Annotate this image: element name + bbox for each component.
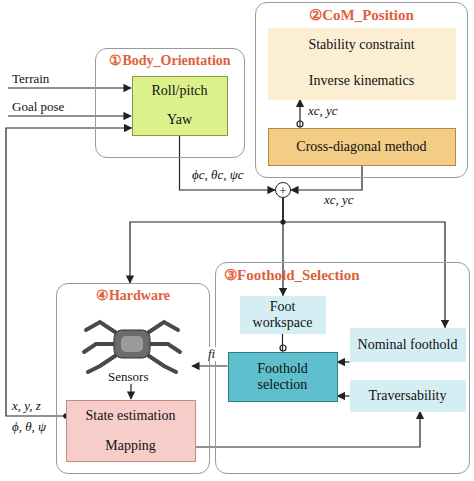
sensor-label: Sensors [108,370,148,383]
box-text: State estimation [86,408,176,423]
panel-heading: ①Body_Orientation [96,52,244,69]
method-box: Cross-diagonal method [268,128,456,166]
box-text: Roll/pitch [152,83,208,98]
box-text: Nominal foothold [358,337,458,352]
box-text: Inverse kinematics [309,73,414,88]
robot-body [114,330,150,358]
terrain-arrow [8,87,131,88]
com-panel: ②CoM_PositionStability constraintInverse… [255,2,468,178]
input-label: Terrain [12,72,49,85]
signal-label: fi [206,347,217,361]
box-text: Yaw [167,112,192,127]
box-text: Cross-diagonal method [296,139,426,154]
signal-label: ϕc, θc, ψc [190,168,246,182]
signal-label: xc, yc [306,104,340,118]
box-text: Traversability [368,388,446,403]
goal-pose-arrow [8,115,131,116]
kinematics-box: Inverse kinematics [268,62,456,100]
estimation-box: State estimation [66,400,196,432]
box-text: Foot workspace [244,299,322,330]
connector [338,361,350,362]
box-text: Mapping [105,438,156,453]
rollpitch-box: Roll/pitch [132,76,228,106]
box-text: Foothold selection [233,361,333,392]
orientation-panel: ①Body_OrientationRoll/pitchYaw [95,48,245,158]
workspace-box: Foot workspace [240,296,326,334]
nominal-box: Nominal foothold [350,328,466,362]
foothold-panel: ③Foothold_SelectionFoot workspaceNominal… [215,262,470,474]
box-text: Stability constraint [308,37,414,52]
traversability-box: Traversability [350,380,466,412]
panel-heading: ③Foothold_Selection [224,266,474,284]
connector [282,334,283,352]
connector [196,412,421,448]
constraint-box: Stability constraint [268,28,456,62]
mapping-box: Mapping [66,432,196,462]
connector [180,136,276,191]
robot-top [121,336,143,352]
connector [299,100,300,128]
hexapod-robot [84,322,180,372]
signal-label: xc, yc [322,193,356,207]
input-label: Goal pose [12,100,64,113]
yaw-box: Yaw [132,106,228,136]
sensor-arrow [130,384,131,399]
connector [338,395,350,396]
state-label: ϕ, θ, ψ [12,420,46,433]
selection-box: Foothold selection [228,352,338,402]
panel-heading: ②CoM_Position [256,6,467,24]
box-text: + [279,184,286,197]
panel-heading: ④Hardware [57,287,209,304]
state-label: x, y, z [12,399,41,412]
sum-junction: + [275,182,291,198]
